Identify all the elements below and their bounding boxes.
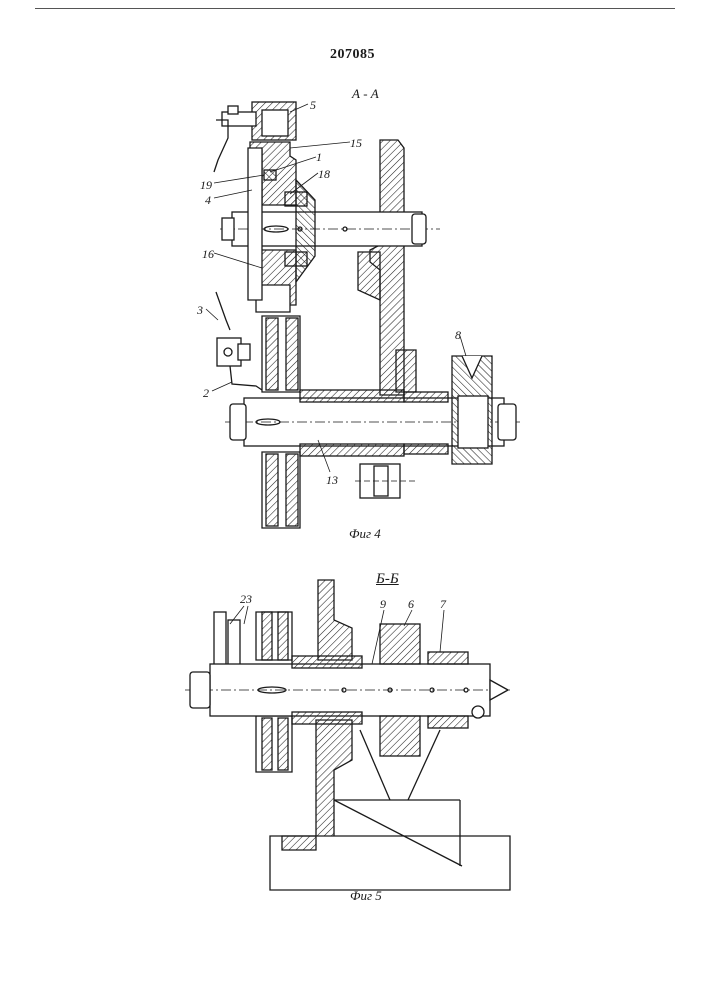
- figure-5-drawing: [185, 580, 510, 890]
- gear-23: [214, 612, 226, 668]
- figure-4-drawing: [206, 102, 520, 528]
- column: [318, 580, 352, 660]
